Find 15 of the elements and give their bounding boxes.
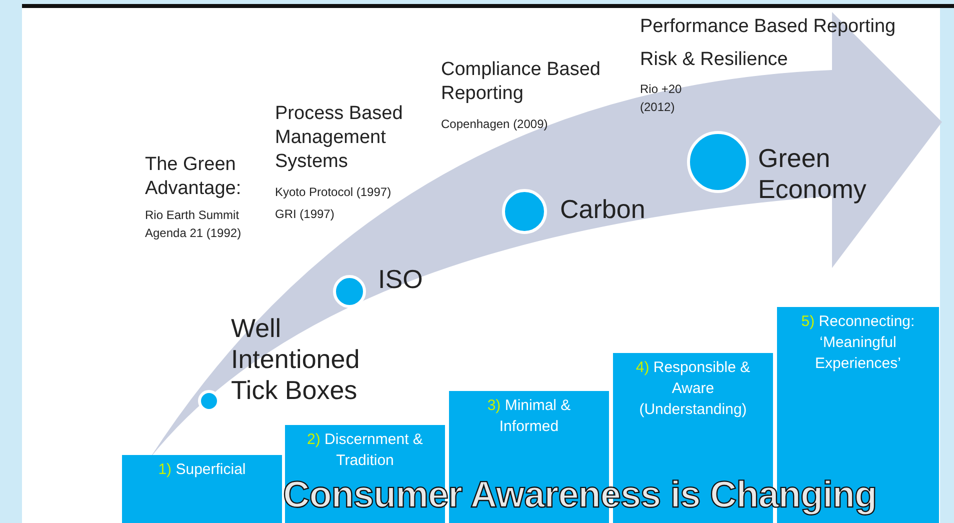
heading-label: The Green Advantage: bbox=[145, 153, 242, 200]
heading-label: Performance Based Reporting bbox=[640, 15, 897, 39]
stage-label: Green Economy bbox=[758, 143, 868, 206]
note-label: GRI (1997) bbox=[275, 206, 336, 223]
note-label: Rio +20 (2012) bbox=[640, 81, 683, 116]
stage-label: Well Intentioned Tick Boxes bbox=[231, 313, 361, 407]
step-bar: 1) Superficial bbox=[122, 455, 282, 523]
stage-label: ISO bbox=[378, 264, 424, 296]
note-label: Copenhagen (2009) bbox=[441, 116, 549, 133]
stage-label: Carbon bbox=[560, 194, 646, 226]
note-label: Kyoto Protocol (1997) bbox=[275, 184, 392, 201]
heading-label: Process Based Management Systems bbox=[275, 102, 404, 174]
heading-label: Compliance Based Reporting bbox=[441, 58, 602, 106]
note-label: Rio Earth Summit Agenda 21 (1992) bbox=[145, 207, 242, 242]
heading-label: Risk & Resilience bbox=[640, 48, 789, 72]
